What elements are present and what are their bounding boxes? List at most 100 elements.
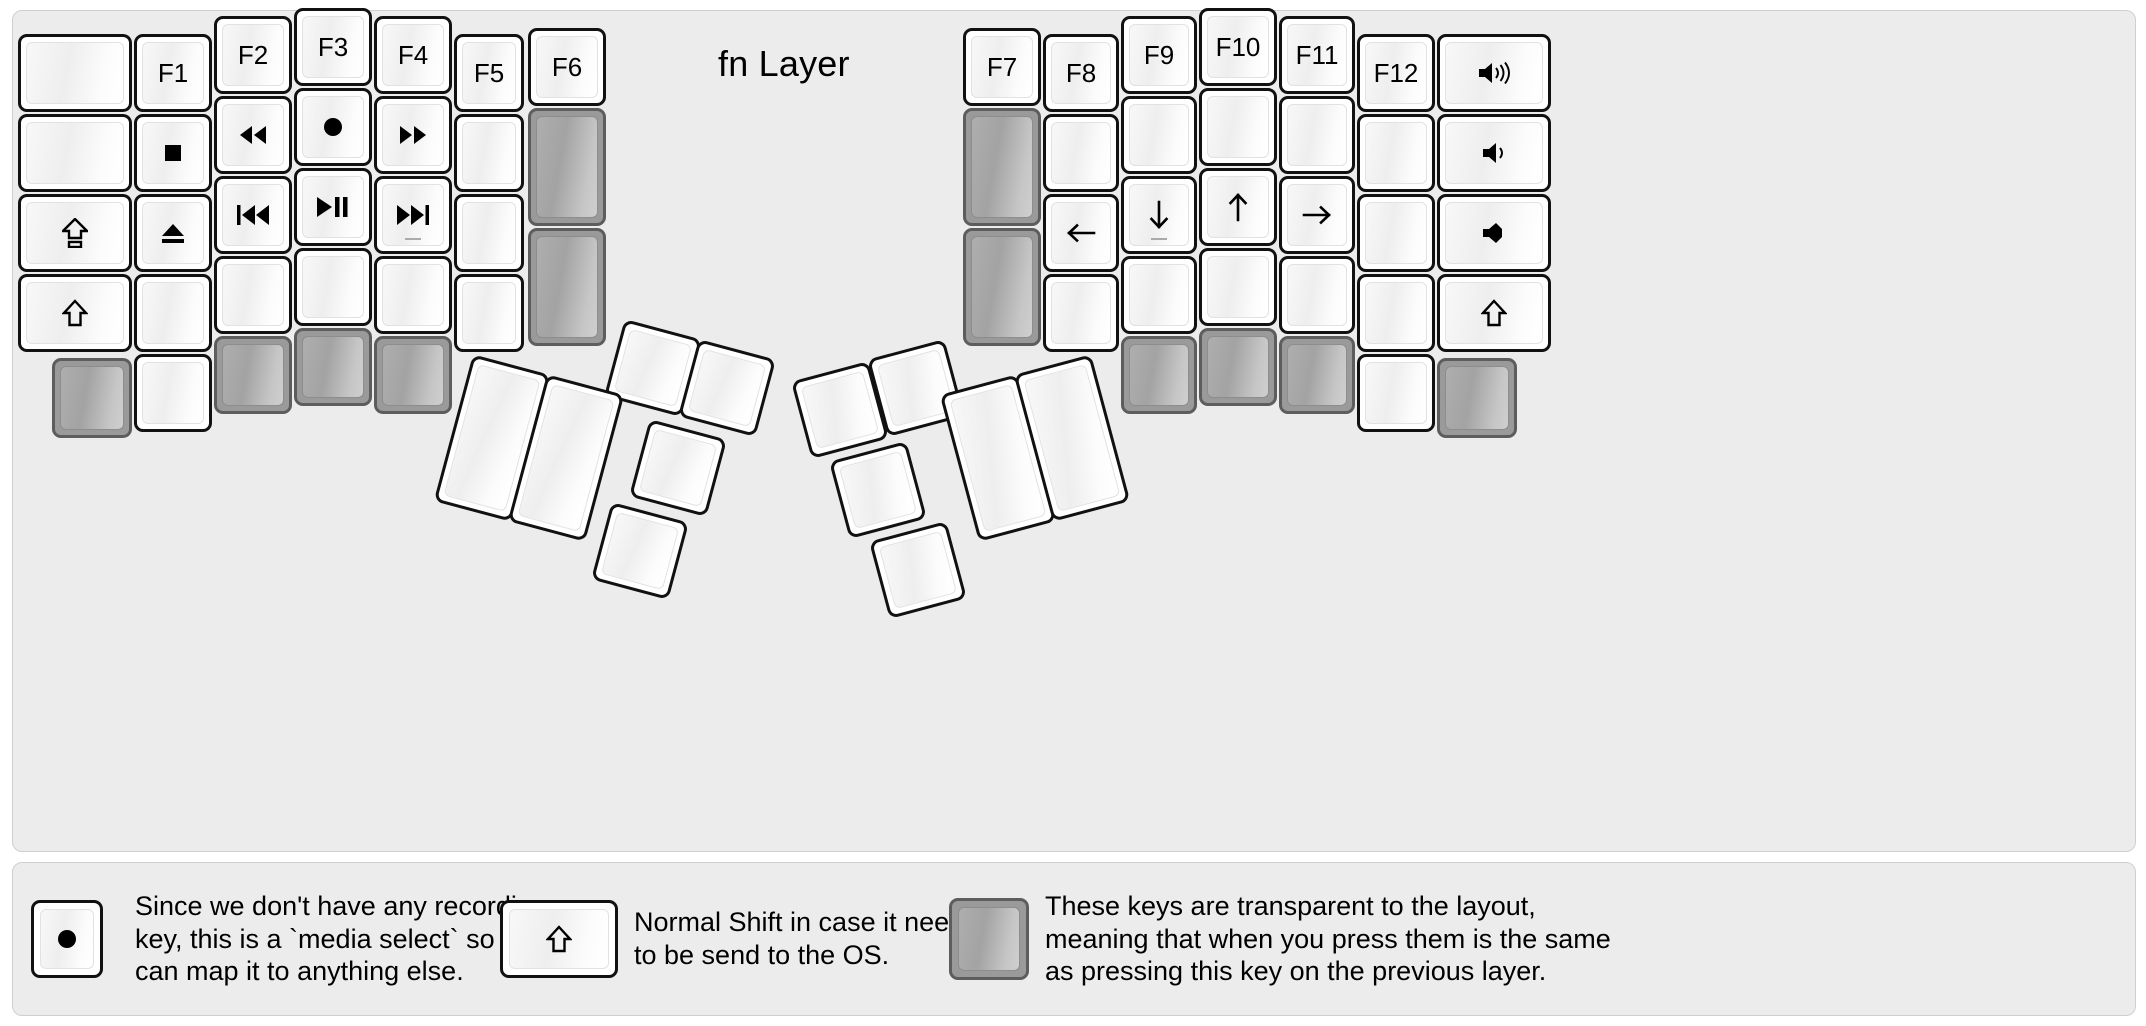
right-key-col-index-2[interactable]	[1121, 176, 1197, 254]
right-key-col-pinky-4[interactable]	[1357, 354, 1435, 432]
left-key-col-index-4[interactable]	[374, 336, 452, 414]
right-key-col-pinky-outer-0[interactable]	[1437, 34, 1551, 112]
right-key-col-innermost-1[interactable]	[963, 108, 1041, 226]
right-key-col-middle-4[interactable]	[1199, 328, 1277, 406]
right-key-col-pinky-outer-3[interactable]	[1437, 274, 1551, 352]
key-cap	[382, 104, 444, 166]
left-key-col-ring-0[interactable]: F2	[214, 16, 292, 94]
right-key-col-inner-0[interactable]: F8	[1043, 34, 1119, 112]
right-key-col-pinky-0[interactable]: F12	[1357, 34, 1435, 112]
left-key-col-pinky-outer-0[interactable]	[18, 34, 132, 112]
right-key-col-index-0[interactable]: F9	[1121, 16, 1197, 94]
key-cap	[1365, 362, 1427, 424]
right-key-col-middle-3[interactable]	[1199, 248, 1277, 326]
volume-mute-icon	[1481, 221, 1507, 245]
right-key-col-index-1[interactable]	[1121, 96, 1197, 174]
left-key-col-ring-3[interactable]	[214, 256, 292, 334]
key-cap	[536, 116, 598, 218]
right-thumb-key-5[interactable]	[869, 521, 967, 619]
key-cap	[222, 344, 284, 406]
key-cap	[142, 202, 204, 264]
right-key-col-pinky-2[interactable]	[1357, 194, 1435, 272]
left-key-col-pinky-4[interactable]	[134, 354, 212, 432]
left-key-col-pinky-1[interactable]	[134, 114, 212, 192]
media-fast-forward-icon	[398, 125, 428, 145]
left-key-col-index-2[interactable]	[374, 176, 452, 254]
key-cap	[638, 428, 718, 508]
right-key-col-middle-0[interactable]: F10	[1199, 8, 1277, 86]
right-key-col-pinky-outer-2[interactable]	[1437, 194, 1551, 272]
right-key-col-inner-3[interactable]	[1043, 274, 1119, 352]
record-circle-icon	[54, 926, 80, 952]
right-key-col-inner-1[interactable]	[1043, 114, 1119, 192]
left-thumb-key-4[interactable]	[629, 419, 727, 517]
key-label: F12	[1373, 58, 1419, 88]
left-key-col-inner-2[interactable]	[454, 194, 524, 272]
key-cap	[1445, 282, 1543, 344]
left-thumb-key-5[interactable]	[591, 502, 689, 600]
left-key-col-middle-2[interactable]	[294, 168, 372, 246]
key-cap	[26, 42, 124, 104]
right-key-col-inner-2[interactable]	[1043, 194, 1119, 272]
key-label: F4	[397, 40, 429, 70]
right-key-col-innermost-0[interactable]: F7	[963, 28, 1041, 106]
key-cap	[509, 909, 609, 969]
left-key-col-middle-3[interactable]	[294, 248, 372, 326]
right-key-col-pinky-outer-1[interactable]	[1437, 114, 1551, 192]
right-thumb-key-4[interactable]	[829, 441, 927, 539]
right-key-col-ring-4[interactable]	[1279, 336, 1355, 414]
key-cap: F6	[536, 36, 598, 98]
left-key-col-pinky-outer-1[interactable]	[18, 114, 132, 192]
left-key-col-innermost-1[interactable]	[528, 108, 606, 226]
key-cap	[1129, 344, 1189, 406]
right-key-col-pinky-1[interactable]	[1357, 114, 1435, 192]
left-key-col-innermost-0[interactable]: F6	[528, 28, 606, 106]
legend-item: Since we don't have any recording key, t…	[31, 863, 555, 1015]
left-key-col-inner-1[interactable]	[454, 114, 524, 192]
left-key-col-index-1[interactable]	[374, 96, 452, 174]
key-cap	[222, 184, 284, 246]
right-key-col-ring-1[interactable]	[1279, 96, 1355, 174]
right-key-col-pinky-outer-4[interactable]	[1437, 358, 1517, 438]
left-key-col-pinky-outer-2[interactable]	[18, 194, 132, 272]
right-key-col-middle-2[interactable]	[1199, 168, 1277, 246]
key-cap	[382, 344, 444, 406]
left-key-col-index-0[interactable]: F4	[374, 16, 452, 94]
right-key-col-ring-0[interactable]: F11	[1279, 16, 1355, 94]
left-key-col-pinky-3[interactable]	[134, 274, 212, 352]
right-key-col-pinky-3[interactable]	[1357, 274, 1435, 352]
left-key-col-ring-4[interactable]	[214, 336, 292, 414]
left-key-col-pinky-0[interactable]: F1	[134, 34, 212, 112]
left-key-col-pinky-outer-4[interactable]	[52, 358, 132, 438]
left-key-col-pinky-2[interactable]	[134, 194, 212, 272]
key-label: F10	[1215, 32, 1261, 62]
right-key-col-ring-2[interactable]	[1279, 176, 1355, 254]
key-cap	[302, 176, 364, 238]
right-key-col-ring-3[interactable]	[1279, 256, 1355, 334]
key-cap	[687, 348, 767, 428]
left-key-col-innermost-2[interactable]	[528, 228, 606, 346]
left-key-col-pinky-outer-3[interactable]	[18, 274, 132, 352]
key-cap	[222, 264, 284, 326]
left-key-col-middle-1[interactable]	[294, 88, 372, 166]
left-key-col-middle-0[interactable]: F3	[294, 8, 372, 86]
key-cap	[536, 236, 598, 338]
left-key-col-ring-2[interactable]	[214, 176, 292, 254]
legend-description: These keys are transparent to the layout…	[1045, 890, 1611, 987]
right-key-col-middle-1[interactable]	[1199, 88, 1277, 166]
right-key-col-index-4[interactable]	[1121, 336, 1197, 414]
left-key-col-inner-3[interactable]	[454, 274, 524, 352]
left-key-col-middle-4[interactable]	[294, 328, 372, 406]
key-cap	[382, 184, 444, 246]
right-key-col-index-3[interactable]	[1121, 256, 1197, 334]
volume-down-icon	[1481, 141, 1507, 165]
legend-sample-key	[31, 900, 103, 978]
left-key-col-inner-0[interactable]: F5	[454, 34, 524, 112]
left-key-col-index-3[interactable]	[374, 256, 452, 334]
right-key-col-innermost-2[interactable]	[963, 228, 1041, 346]
key-cap	[971, 116, 1033, 218]
left-key-col-ring-1[interactable]	[214, 96, 292, 174]
legend-sample-key	[949, 898, 1029, 980]
key-cap	[302, 256, 364, 318]
key-cap	[1051, 202, 1111, 264]
